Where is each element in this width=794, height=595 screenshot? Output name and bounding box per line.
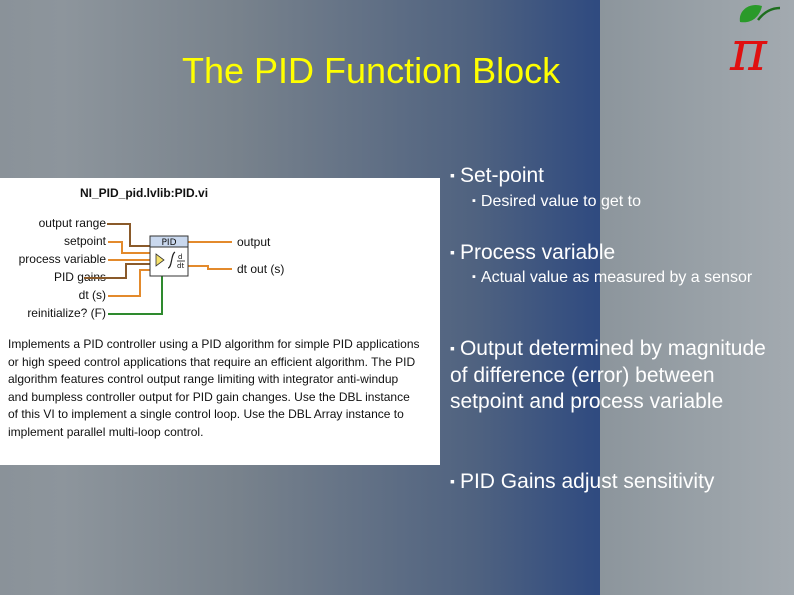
vi-name: NI_PID_pid.lvlib:PID.vi	[80, 186, 209, 200]
svg-text:d: d	[178, 253, 182, 261]
bullet-setpoint: Set-point	[450, 163, 544, 188]
input-label-process-variable: process variable	[18, 252, 106, 266]
sub-bullet-actual-value: Actual value as measured by a sensor	[472, 266, 782, 289]
input-label-pid-gains: PID gains	[53, 270, 106, 284]
bullet-process-variable: Process variable	[450, 240, 615, 265]
bullet-output: Output determined by magnitude of differ…	[450, 335, 770, 416]
input-label-reinitialize: reinitialize? (F)	[27, 306, 106, 320]
input-label-output-range: output range	[38, 216, 106, 230]
output-label-dt-out: dt out (s)	[237, 262, 285, 276]
bullet-pid-gains: PID Gains adjust sensitivity	[450, 469, 714, 494]
sub-bullet-desired-value: Desired value to get to	[472, 190, 641, 213]
right-gray-band	[600, 0, 794, 595]
pid-vi-help-screenshot: NI_PID_pid.lvlib:PID.vi output range set…	[0, 178, 440, 465]
slide-title: The PID Function Block	[182, 50, 561, 91]
vi-description: Implements a PID controller using a PID …	[8, 337, 420, 439]
output-label-output: output	[237, 235, 271, 249]
pid-block-wiring: PID d dt	[84, 223, 232, 315]
input-label-setpoint: setpoint	[63, 234, 106, 248]
pi-apple-logo-icon: π	[729, 4, 781, 76]
svg-text:π: π	[729, 19, 768, 76]
input-label-dt: dt (s)	[78, 288, 106, 302]
pid-block-label: PID	[161, 238, 176, 248]
svg-text:dt: dt	[177, 262, 184, 270]
